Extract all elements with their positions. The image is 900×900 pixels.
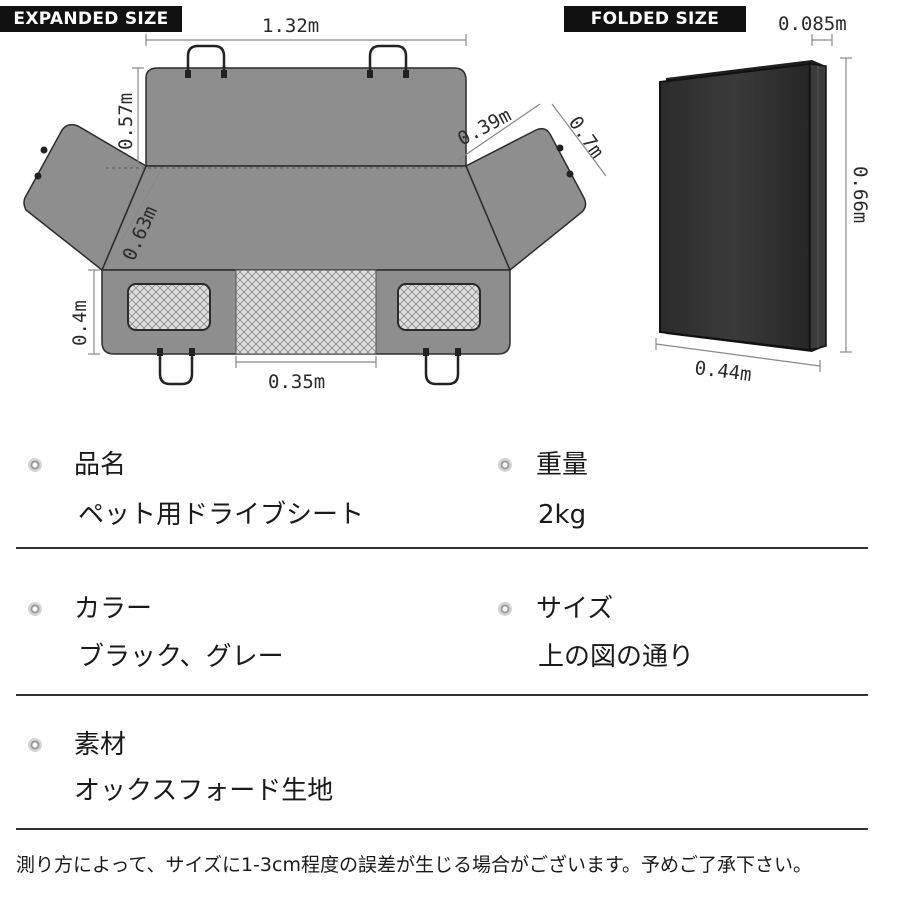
dim-folded-thickness: 0.085m <box>778 13 847 35</box>
dim-back-height: 0.57m <box>115 93 137 150</box>
spec-color-label: カラー <box>74 594 153 624</box>
spec-weight-value: 2kg <box>538 500 587 530</box>
spec-material-value: オックスフォード生地 <box>74 776 334 806</box>
spec-material-label: 素材 <box>74 730 127 760</box>
spec-color-value: ブラック、グレー <box>78 642 284 672</box>
seat-cover-shape <box>23 67 587 355</box>
spec-weight-label: 重量 <box>536 450 589 480</box>
bullet-icon <box>498 602 512 616</box>
strap-loops <box>158 44 460 386</box>
spec-size-label: サイズ <box>536 594 614 624</box>
dim-width-total: 1.32m <box>262 15 319 37</box>
size-diagram: 1.32m 0.57m 0.39m 0.7m 0.63m 0.4m 0.35m … <box>23 13 871 393</box>
dim-folded-width: 0.44m <box>693 357 752 386</box>
dim-bottom-height: 0.4m <box>69 300 91 346</box>
folded-size-tag: FOLDED SIZE <box>564 6 746 32</box>
dim-mesh-width: 0.35m <box>268 371 325 393</box>
expanded-size-tag: EXPANDED SIZE <box>0 6 182 32</box>
dimension-lines <box>88 34 607 368</box>
dim-folded-height: 0.66m <box>849 166 871 223</box>
divider <box>16 694 868 696</box>
folded-pad <box>659 60 827 352</box>
bullet-icon <box>28 458 42 472</box>
spec-name-value: ペット用ドライブシート <box>78 500 365 530</box>
divider <box>16 547 868 549</box>
measurement-note: 測り方によって、サイズに1-3cm程度の誤差が生じる場合がございます。予めご了承… <box>16 854 813 876</box>
bullet-icon <box>28 738 42 752</box>
spec-name-label: 品名 <box>74 450 127 480</box>
bullet-icon <box>28 602 42 616</box>
bullet-icon <box>498 458 512 472</box>
spec-size-value: 上の図の通り <box>538 642 695 672</box>
divider <box>16 828 868 830</box>
dim-flap-height: 0.7m <box>564 112 608 162</box>
